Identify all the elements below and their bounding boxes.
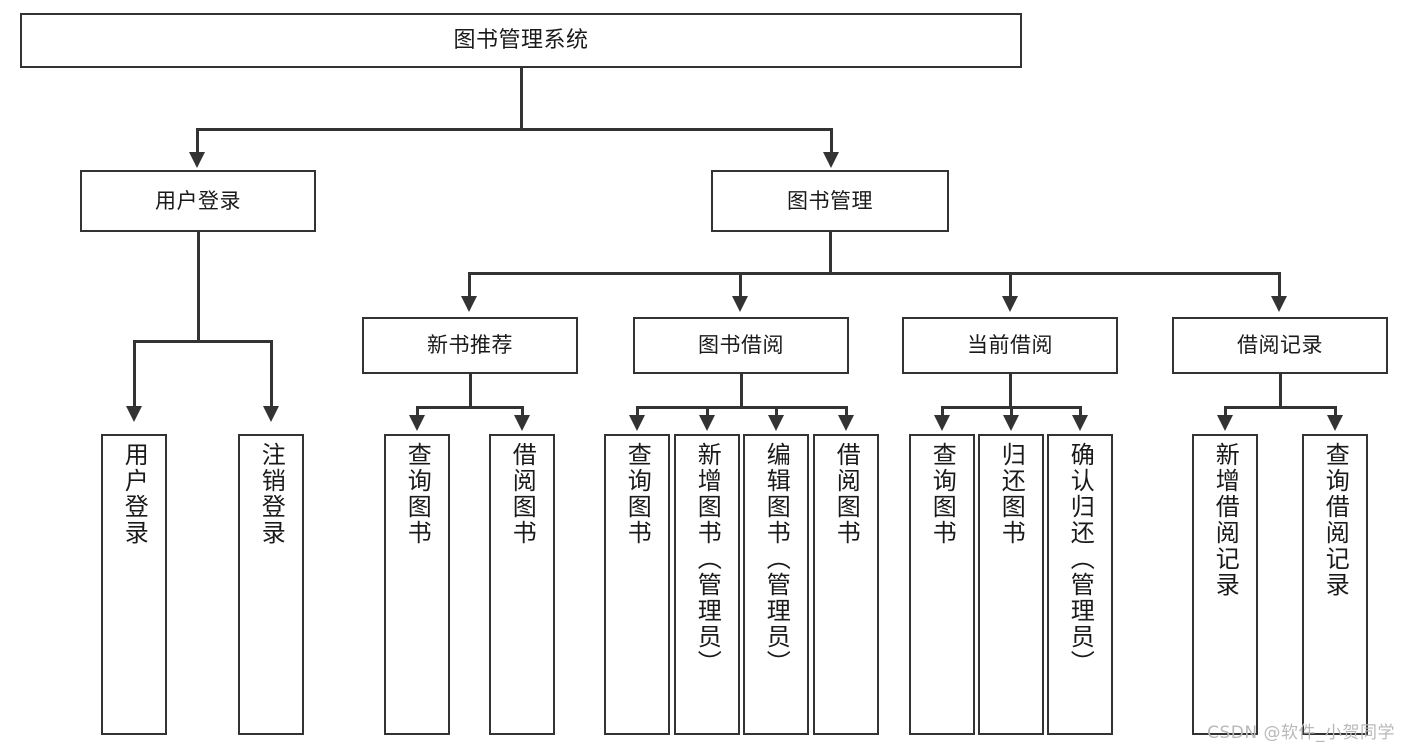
leaf-book-borrow-query-book[interactable]: 查询图书 xyxy=(604,434,670,735)
connector-book-management-stem xyxy=(829,232,832,274)
arrowhead-bb-to-leaf-4 xyxy=(838,415,854,431)
node-label: 注销登录 xyxy=(257,442,286,546)
connector-cb-stem xyxy=(1009,374,1012,408)
arrowhead-br-to-leaf-1 xyxy=(1217,415,1233,431)
node-label: 图书管理系统 xyxy=(453,27,589,53)
connector-user-login-stem xyxy=(197,232,200,342)
connector-br-to-leaf-1 xyxy=(1224,406,1227,418)
arrowhead-br-to-leaf-2 xyxy=(1327,415,1343,431)
node-label: 当前借阅 xyxy=(967,333,1053,358)
node-label: 查询图书 xyxy=(403,442,432,546)
arrowhead-nbr-to-leaf-2 xyxy=(514,415,530,431)
node-label: 查询图书 xyxy=(928,442,957,546)
connector-root-bus xyxy=(196,128,832,131)
node-label: 图书借阅 xyxy=(698,333,784,358)
arrowhead-cb-to-leaf-2 xyxy=(1003,415,1019,431)
connector-nbr-stem xyxy=(469,374,472,408)
node-label: 借阅记录 xyxy=(1237,333,1323,358)
node-label: 用户登录 xyxy=(155,188,241,213)
node-label: 用户登录 xyxy=(120,442,149,546)
node-borrow-record[interactable]: 借阅记录 xyxy=(1172,317,1388,374)
arrowhead-cb-to-leaf-1 xyxy=(934,415,950,431)
connector-cb-to-leaf-2 xyxy=(1010,406,1013,418)
connector-book-management-bus xyxy=(468,272,1280,275)
connector-br-to-leaf-2 xyxy=(1334,406,1337,418)
leaf-book-borrow-borrow-book[interactable]: 借阅图书 xyxy=(813,434,879,735)
connector-bb-to-leaf-2 xyxy=(706,406,709,418)
leaf-new-book-recommend-borrow-book[interactable]: 借阅图书 xyxy=(489,434,555,735)
connector-bb-bus xyxy=(636,406,847,409)
arrowhead-bb-to-leaf-1 xyxy=(629,415,645,431)
node-root-book-management-system[interactable]: 图书管理系统 xyxy=(20,13,1022,68)
leaf-borrow-record-query-record[interactable]: 查询借阅记录 xyxy=(1302,434,1368,735)
node-label: 编辑图书（管理员） xyxy=(762,442,791,676)
arrowhead-user-login-to-leaf-1 xyxy=(126,406,142,422)
connector-bm-to-current-borrow xyxy=(1009,272,1012,298)
connector-nbr-bus xyxy=(416,406,523,409)
connector-bb-to-leaf-4 xyxy=(845,406,848,418)
leaf-book-borrow-add-book-admin[interactable]: 新增图书（管理员） xyxy=(674,434,740,735)
arrowhead-root-to-book-management xyxy=(823,152,839,168)
connector-bb-to-leaf-3 xyxy=(775,406,778,418)
connector-nbr-to-leaf-2 xyxy=(521,406,524,418)
leaf-current-borrow-return-book[interactable]: 归还图书 xyxy=(978,434,1044,735)
leaf-book-borrow-edit-book-admin[interactable]: 编辑图书（管理员） xyxy=(743,434,809,735)
connector-root-to-book-management xyxy=(830,128,833,154)
node-label: 查询借阅记录 xyxy=(1321,442,1350,598)
arrowhead-user-login-to-leaf-2 xyxy=(263,406,279,422)
arrowhead-bm-to-borrow-record xyxy=(1271,296,1287,312)
node-new-book-recommend[interactable]: 新书推荐 xyxy=(362,317,578,374)
leaf-borrow-record-add-record[interactable]: 新增借阅记录 xyxy=(1192,434,1258,735)
connector-cb-to-leaf-3 xyxy=(1079,406,1082,418)
connector-br-bus xyxy=(1224,406,1336,409)
connector-user-login-to-leaf-2 xyxy=(270,340,273,408)
node-label: 确认归还（管理员） xyxy=(1066,442,1095,676)
arrowhead-cb-to-leaf-3 xyxy=(1072,415,1088,431)
arrowhead-bb-to-leaf-3 xyxy=(768,415,784,431)
node-label: 借阅图书 xyxy=(832,442,861,546)
node-label: 新增图书（管理员） xyxy=(693,442,722,676)
leaf-user-login-logout[interactable]: 注销登录 xyxy=(238,434,304,735)
arrowhead-bm-to-book-borrow xyxy=(732,296,748,312)
connector-nbr-to-leaf-1 xyxy=(416,406,419,418)
arrowhead-root-to-user-login xyxy=(189,152,205,168)
connector-bm-to-borrow-record xyxy=(1278,272,1281,298)
node-label: 查询图书 xyxy=(623,442,652,546)
connector-user-login-bus xyxy=(133,340,272,343)
connector-bm-to-book-borrow xyxy=(739,272,742,298)
node-label: 归还图书 xyxy=(997,442,1026,546)
arrowhead-bb-to-leaf-2 xyxy=(699,415,715,431)
leaf-current-borrow-query-book[interactable]: 查询图书 xyxy=(909,434,975,735)
node-label: 新增借阅记录 xyxy=(1211,442,1240,598)
leaf-user-login-login[interactable]: 用户登录 xyxy=(101,434,167,735)
node-user-login[interactable]: 用户登录 xyxy=(80,170,316,232)
connector-br-stem xyxy=(1279,374,1282,408)
connector-root-stem xyxy=(520,68,523,130)
connector-bm-to-new-book-recommend xyxy=(468,272,471,298)
arrowhead-nbr-to-leaf-1 xyxy=(409,415,425,431)
node-current-borrow[interactable]: 当前借阅 xyxy=(902,317,1118,374)
connector-bb-stem xyxy=(740,374,743,408)
leaf-new-book-recommend-query-book[interactable]: 查询图书 xyxy=(384,434,450,735)
connector-root-to-user-login xyxy=(196,128,199,154)
connector-cb-to-leaf-1 xyxy=(941,406,944,418)
node-label: 图书管理 xyxy=(787,188,873,213)
connector-user-login-to-leaf-1 xyxy=(133,340,136,408)
arrowhead-bm-to-current-borrow xyxy=(1002,296,1018,312)
node-book-borrow[interactable]: 图书借阅 xyxy=(633,317,849,374)
node-book-management[interactable]: 图书管理 xyxy=(711,170,949,232)
arrowhead-bm-to-new-book-recommend xyxy=(461,296,477,312)
leaf-current-borrow-confirm-return-admin[interactable]: 确认归还（管理员） xyxy=(1047,434,1113,735)
node-label: 借阅图书 xyxy=(508,442,537,546)
connector-bb-to-leaf-1 xyxy=(636,406,639,418)
node-label: 新书推荐 xyxy=(427,333,513,358)
